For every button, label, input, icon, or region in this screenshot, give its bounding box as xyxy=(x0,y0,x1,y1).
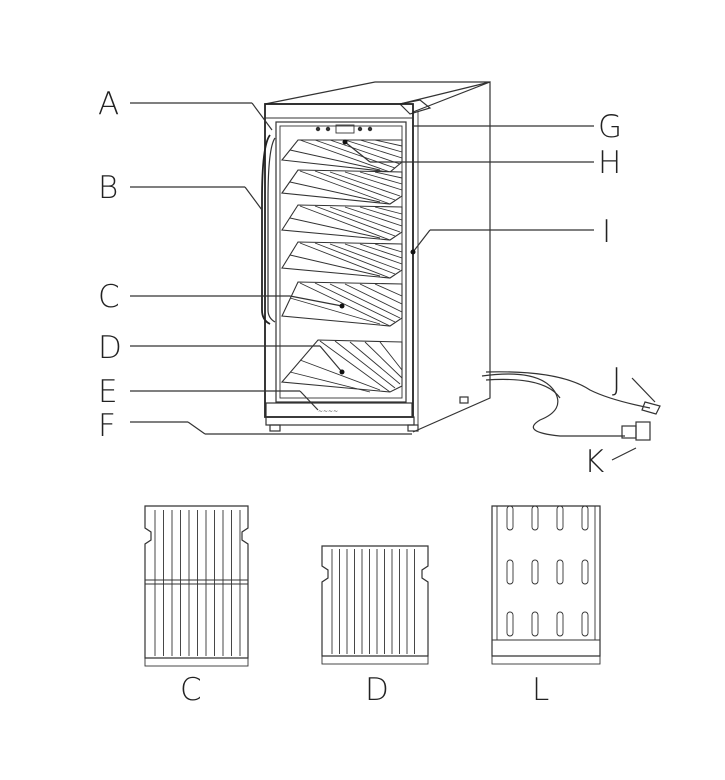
door-glass xyxy=(275,121,407,403)
shelf-slot xyxy=(506,505,514,531)
brand-logo: ~~~~ xyxy=(318,408,338,415)
cabinet-shelf-4 xyxy=(281,241,403,279)
callout-a: A xyxy=(98,86,119,122)
shelf-slot xyxy=(531,559,539,585)
cord-k xyxy=(481,373,625,437)
cabinet-top xyxy=(264,81,491,105)
foot-rear xyxy=(459,396,469,404)
part-l-shelf xyxy=(491,505,601,665)
shelf-slot xyxy=(581,611,589,637)
foot-right xyxy=(407,424,419,432)
callout-c: C xyxy=(98,279,120,315)
shelf-slot xyxy=(506,611,514,637)
cord-j xyxy=(485,371,651,409)
display-window xyxy=(335,124,355,134)
control-panel xyxy=(315,124,373,134)
shelf-slot xyxy=(581,559,589,585)
shelf-slot xyxy=(556,505,564,531)
plug-j xyxy=(641,401,661,415)
shelf-slot xyxy=(531,611,539,637)
kick-plate xyxy=(265,402,413,418)
cabinet: ~~~~ xyxy=(261,81,491,433)
callout-j: J xyxy=(612,362,621,398)
part-d-front-bar xyxy=(321,655,429,665)
callout-lines xyxy=(130,102,656,461)
part-c-front-bar xyxy=(144,657,249,667)
callout-k: K xyxy=(584,444,604,480)
part-l-front-bar xyxy=(491,655,601,665)
callout-labels: A B C D E F G H I J K xyxy=(98,86,622,480)
callout-i: I xyxy=(602,214,611,250)
cabinet-shelf-2 xyxy=(281,169,403,205)
callout-d: D xyxy=(98,330,122,366)
foot-left xyxy=(269,424,281,432)
power-cord xyxy=(481,371,661,441)
cabinet-shelves xyxy=(280,139,403,393)
top-hinge xyxy=(398,99,432,115)
part-c-shelf xyxy=(144,505,249,667)
callout-h: H xyxy=(598,145,621,181)
callout-e: E xyxy=(98,374,118,410)
shelf-slot xyxy=(581,505,589,531)
shelf-slot xyxy=(556,559,564,585)
part-c-label: C xyxy=(180,672,202,708)
cabinet-shelf-1 xyxy=(280,139,403,173)
door-handle xyxy=(261,134,271,325)
cabinet-shelf-3 xyxy=(281,204,403,241)
shelf-slot xyxy=(556,611,564,637)
shelf-slot xyxy=(531,505,539,531)
cabinet-side xyxy=(412,81,491,433)
part-l-label: L xyxy=(532,672,549,708)
shelf-slot xyxy=(506,559,514,585)
callout-f: F xyxy=(98,408,116,444)
callout-g: G xyxy=(598,109,622,145)
part-d-shelf xyxy=(321,545,429,665)
part-d-label: D xyxy=(365,672,389,708)
callout-b: B xyxy=(98,170,118,206)
